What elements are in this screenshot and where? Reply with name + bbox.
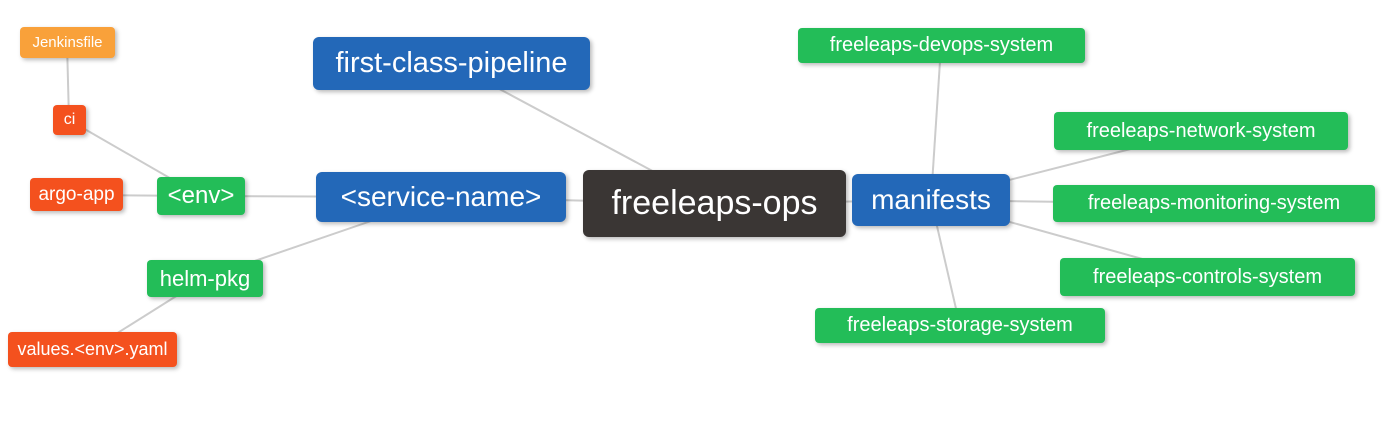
node-freeleaps-ops-root[interactable]: freeleaps-ops bbox=[583, 170, 846, 237]
node-manifests-label: manifests bbox=[871, 184, 991, 215]
node-values-env-yaml[interactable]: values.<env>.yaml bbox=[8, 332, 177, 367]
node-jenkinsfile-label: Jenkinsfile bbox=[32, 34, 103, 51]
node-values-env-yaml-label: values.<env>.yaml bbox=[17, 339, 168, 359]
node-jenkinsfile[interactable]: Jenkinsfile bbox=[20, 27, 115, 58]
node-freeleaps-monitoring-system-label: freeleaps-monitoring-system bbox=[1087, 192, 1341, 214]
node-freeleaps-monitoring-system[interactable]: freeleaps-monitoring-system bbox=[1053, 185, 1375, 222]
node-helm-pkg[interactable]: helm-pkg bbox=[147, 260, 263, 297]
node-manifests[interactable]: manifests bbox=[852, 174, 1010, 226]
node-freeleaps-controls-system-label: freeleaps-controls-system bbox=[1093, 265, 1322, 288]
node-service-name-label: <service-name> bbox=[340, 181, 542, 212]
node-freeleaps-controls-system[interactable]: freeleaps-controls-system bbox=[1060, 258, 1355, 296]
node-ci-label: ci bbox=[63, 111, 76, 128]
node-freeleaps-storage-system-label: freeleaps-storage-system bbox=[847, 314, 1073, 336]
node-env[interactable]: <env> bbox=[157, 177, 245, 215]
node-freeleaps-devops-system-label: freeleaps-devops-system bbox=[829, 34, 1054, 56]
node-argo-app-label: argo-app bbox=[38, 183, 115, 205]
node-env-label: <env> bbox=[167, 182, 235, 209]
node-freeleaps-storage-system[interactable]: freeleaps-storage-system bbox=[815, 308, 1105, 343]
node-freeleaps-network-system-label: freeleaps-network-system bbox=[1086, 119, 1316, 142]
node-argo-app[interactable]: argo-app bbox=[30, 178, 123, 211]
node-first-class-pipeline[interactable]: first-class-pipeline bbox=[313, 37, 590, 90]
node-freeleaps-devops-system[interactable]: freeleaps-devops-system bbox=[798, 28, 1085, 63]
node-freeleaps-network-system[interactable]: freeleaps-network-system bbox=[1054, 112, 1348, 150]
node-ci[interactable]: ci bbox=[53, 105, 86, 135]
node-first-class-pipeline-label: first-class-pipeline bbox=[335, 47, 568, 79]
node-freeleaps-ops-label: freeleaps-ops bbox=[611, 184, 818, 222]
node-service-name[interactable]: <service-name> bbox=[316, 172, 566, 222]
node-helm-pkg-label: helm-pkg bbox=[159, 265, 251, 291]
